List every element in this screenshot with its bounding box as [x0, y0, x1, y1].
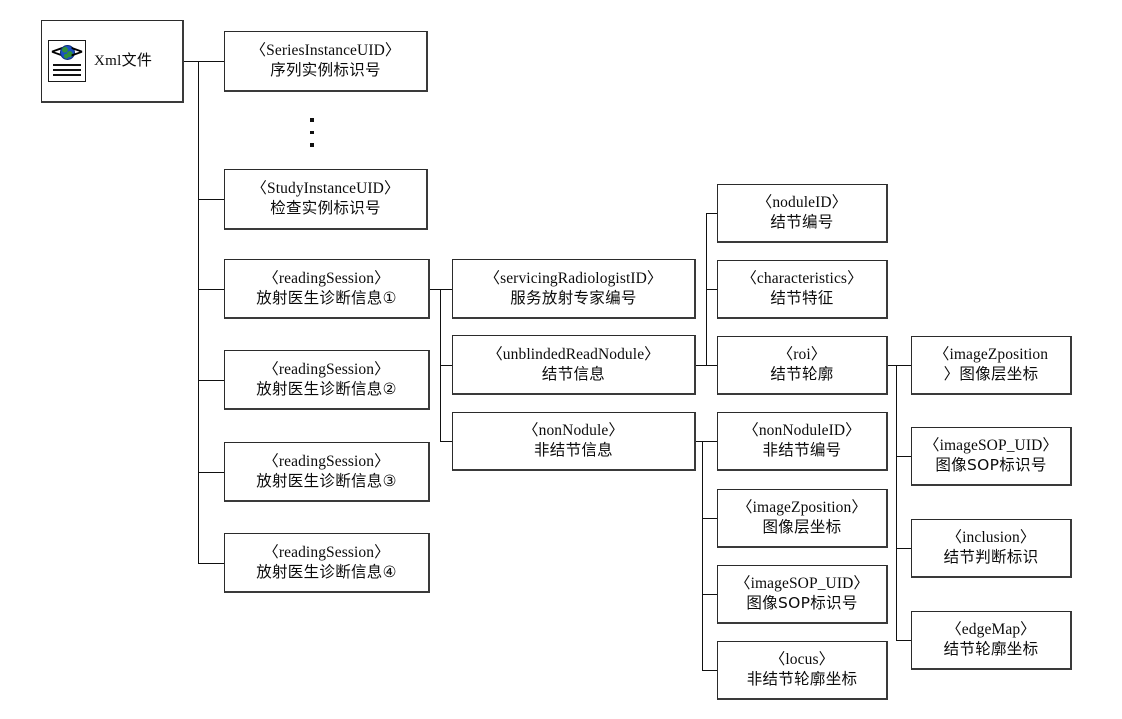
connector-trunk3-to-characteristics	[706, 289, 717, 291]
node-xml-file[interactable]: < > Xml文件	[41, 20, 184, 103]
ellipsis-dot	[310, 130, 314, 134]
node-tag: 〈locus〉	[769, 651, 835, 669]
node-label: 放射医生诊断信息①	[256, 288, 397, 307]
node-tag: 〈noduleID〉	[756, 194, 848, 212]
node-label: 服务放射专家编号	[510, 288, 637, 307]
node-label: 非结节信息	[533, 441, 613, 459]
connector-unblinded-to-trunk3	[696, 365, 708, 367]
node-label: 结节轮廓坐标	[943, 640, 1039, 658]
connector-nonnodule-to-trunk4	[696, 441, 704, 443]
node-tag: 〈readingSession〉	[263, 269, 390, 287]
node-non-nodule-id[interactable]: 〈nonNoduleID〉 非结节编号	[717, 412, 888, 471]
node-tag: 〈nonNodule〉	[523, 422, 624, 440]
node-image-z-position-nonnodule[interactable]: 〈imageZposition〉 图像层坐标	[717, 489, 888, 548]
node-nodule-id[interactable]: 〈noduleID〉 结节编号	[717, 184, 888, 243]
angle-bracket-right-icon: >	[69, 42, 84, 62]
node-image-sop-uid-roi[interactable]: 〈imageSOP_UID〉 图像SOP标识号	[911, 427, 1072, 486]
connector-trunk-to-rs3	[198, 472, 224, 474]
node-servicing-radiologist-id[interactable]: 〈servicingRadiologistID〉 服务放射专家编号	[452, 259, 696, 319]
node-label: 结节判断标识	[943, 548, 1039, 566]
node-edge-map[interactable]: 〈edgeMap〉 结节轮廓坐标	[911, 611, 1072, 670]
node-tag: 〈readingSession〉	[263, 360, 390, 378]
connector-trunk3-to-noduleid	[706, 213, 717, 215]
connector-root-to-trunk	[184, 61, 200, 63]
connector-trunk-to-rs2	[198, 380, 224, 382]
node-label: 非结节轮廓坐标	[746, 670, 858, 688]
xml-file-icon: < >	[48, 40, 86, 82]
node-label: 结节轮廓	[770, 365, 834, 383]
connector-trunk2-to-radiologist	[440, 289, 453, 291]
vertical-ellipsis	[310, 118, 314, 147]
node-roi[interactable]: 〈roi〉 结节轮廓	[717, 336, 888, 395]
node-tag: 〈imageZposition	[933, 346, 1049, 364]
node-label: 非结节编号	[762, 441, 842, 459]
node-tag: 〈servicingRadiologistID〉	[484, 269, 663, 287]
node-series-instance-uid[interactable]: 〈SeriesInstanceUID〉 序列实例标识号	[224, 31, 428, 92]
node-tag: 〈StudyInstanceUID〉	[251, 180, 400, 198]
connector-trunk2-to-nonnodule	[440, 441, 453, 443]
connector-trunk-level4	[896, 365, 898, 640]
connector-trunk4-to-locus	[702, 670, 717, 672]
connector-trunk5-to-inclusion	[896, 548, 912, 550]
connector-roi-to-trunk5	[888, 365, 898, 367]
globe-icon	[60, 45, 75, 60]
node-label: 放射医生诊断信息③	[256, 471, 397, 490]
node-reading-session-2[interactable]: 〈readingSession〉 放射医生诊断信息②	[224, 350, 430, 410]
node-non-nodule[interactable]: 〈nonNodule〉 非结节信息	[452, 412, 696, 471]
connector-rs1-to-trunk2	[430, 289, 442, 291]
connector-trunk-to-study	[198, 199, 224, 201]
node-tag: 〈readingSession〉	[263, 452, 390, 470]
connector-trunk4-to-imagez	[702, 518, 717, 520]
connector-trunk-level1	[198, 61, 200, 564]
node-inclusion[interactable]: 〈inclusion〉 结节判断标识	[911, 519, 1072, 578]
node-tag: 〈imageSOP_UID〉	[734, 575, 869, 593]
node-label: 放射医生诊断信息④	[256, 562, 397, 581]
node-tag: 〈imageZposition〉	[737, 499, 867, 517]
node-tag: 〈characteristics〉	[741, 270, 863, 288]
node-tag: 〈readingSession〉	[263, 543, 390, 561]
document-lines-icon	[53, 64, 81, 79]
node-locus[interactable]: 〈locus〉 非结节轮廓坐标	[717, 641, 888, 700]
node-study-instance-uid[interactable]: 〈StudyInstanceUID〉 检查实例标识号	[224, 169, 428, 230]
connector-trunk5-to-imagesop	[896, 456, 912, 458]
connector-trunk4-to-nonnoduleid	[702, 441, 717, 443]
node-reading-session-3[interactable]: 〈readingSession〉 放射医生诊断信息③	[224, 442, 430, 502]
node-label: 图像SOP标识号	[746, 594, 858, 612]
connector-trunk5-to-imagez	[896, 365, 912, 367]
node-tag: 〈SeriesInstanceUID〉	[250, 42, 401, 60]
connector-trunk-to-rs4	[198, 563, 224, 565]
connector-trunk3-to-roi	[706, 365, 717, 367]
node-label: 序列实例标识号	[270, 61, 381, 79]
node-label: 结节编号	[770, 213, 834, 231]
node-tag: 〈imageSOP_UID〉	[923, 437, 1058, 455]
node-label: 检查实例标识号	[270, 199, 381, 217]
ellipsis-dot	[310, 143, 314, 147]
node-image-z-position-roi[interactable]: 〈imageZposition 〉图像层坐标	[911, 336, 1072, 395]
node-label: 放射医生诊断信息②	[256, 379, 397, 398]
connector-trunk-to-series	[198, 61, 224, 63]
node-label: 图像SOP标识号	[935, 456, 1047, 474]
node-label: 结节特征	[770, 289, 834, 307]
connector-trunk4-to-imagesop	[702, 594, 717, 596]
connector-trunk2-to-unblinded	[440, 365, 453, 367]
connector-trunk5-to-edgemap	[896, 640, 912, 642]
node-tag: 〈unblindedReadNodule〉	[487, 345, 660, 363]
node-label: Xml文件	[94, 52, 153, 69]
node-tag: 〈roi〉	[777, 346, 827, 364]
node-tag: 〈inclusion〉	[946, 529, 1036, 547]
connector-trunk-level3-nonnodule	[702, 441, 704, 670]
ellipsis-dot	[310, 118, 314, 122]
node-label: 结节信息	[541, 364, 606, 383]
node-label: 图像层坐标	[762, 518, 842, 536]
node-label: 〉图像层坐标	[943, 365, 1039, 383]
node-tag: 〈edgeMap〉	[946, 621, 1036, 639]
node-reading-session-1[interactable]: 〈readingSession〉 放射医生诊断信息①	[224, 259, 430, 319]
connector-trunk-to-rs1	[198, 289, 224, 291]
node-characteristics[interactable]: 〈characteristics〉 结节特征	[717, 260, 888, 319]
node-image-sop-uid-nonnodule[interactable]: 〈imageSOP_UID〉 图像SOP标识号	[717, 565, 888, 624]
node-reading-session-4[interactable]: 〈readingSession〉 放射医生诊断信息④	[224, 533, 430, 593]
node-unblinded-read-nodule[interactable]: 〈unblindedReadNodule〉 结节信息	[452, 335, 696, 395]
node-tag: 〈nonNoduleID〉	[743, 422, 861, 440]
